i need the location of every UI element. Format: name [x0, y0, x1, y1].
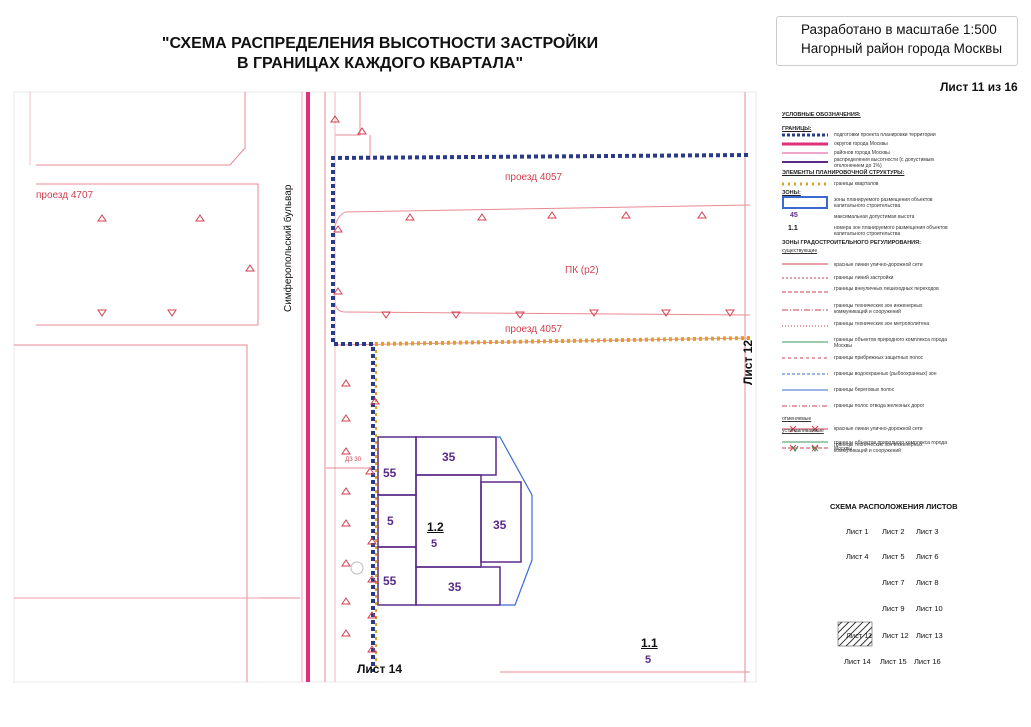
legend-kvartal: границы кварталов: [834, 181, 879, 187]
legend-regulation-item: границы линий застройки: [834, 275, 894, 281]
sheet-cell[interactable]: Лист 12: [882, 631, 909, 640]
map-title: "СХЕМА РАСПРЕДЕЛЕНИЯ ВЫСОТНОСТИ ЗАСТРОЙК…: [120, 34, 640, 74]
legend-regulation-item: границы объектов природного комплекса го…: [834, 337, 947, 349]
district-text: Нагорный район города Москвы: [801, 41, 1003, 56]
zone-height-label: 5: [387, 514, 394, 528]
sheet-cell[interactable]: Лист 15: [880, 657, 907, 666]
scale-info-box: Разработано в масштабе 1:500 Нагорный ра…: [776, 16, 1018, 66]
street-label-proezd-mid: проезд 4057: [505, 324, 563, 335]
map-title-line2: В ГРАНИЦАХ КАЖДОГО КВАРТАЛА": [236, 55, 524, 72]
scale-text: Разработано в масштабе 1:500: [801, 22, 997, 37]
sheet-scheme-title: СХЕМА РАСПОЛОЖЕНИЯ ЛИСТОВ: [830, 502, 958, 511]
zone-height-label: 35: [448, 580, 462, 594]
legend-established-item: границы объектов природного комплекса го…: [834, 440, 947, 452]
zone-height-label: 55: [383, 466, 397, 480]
legend-number-text: номера зон планируемого размещения объек…: [834, 225, 948, 237]
marker-circle: [350, 561, 364, 575]
legend-group-elements: ЭЛЕМЕНТЫ ПЛАНИРОВОЧНОЙ СТРУКТУРЫ:: [782, 170, 905, 176]
legend-sub-existing: существующие: [782, 248, 818, 254]
map-frame: [13, 91, 757, 683]
legend-regulation-item: границы береговых полос: [834, 387, 895, 393]
legend-regulation-item: границы полос отвода железных дорог: [834, 403, 925, 409]
sheet-cell[interactable]: Лист 14: [844, 657, 871, 666]
legend-regulation-item: красные линии улично-дорожной сети: [834, 262, 923, 268]
legend-cancelled-item: границы технических зон инженерных комму…: [834, 442, 923, 454]
sheet-cell[interactable]: Лист 5: [882, 552, 905, 561]
zone-height-label: 35: [442, 450, 456, 464]
sheet-cell-current[interactable]: Лист 11: [846, 631, 873, 640]
legend-regulation-item: границы прибрежных защитных полос: [834, 355, 924, 361]
red-lines-left: [14, 92, 751, 682]
legend-title: УСЛОВНЫЕ ОБОЗНАЧЕНИЯ:: [782, 112, 861, 118]
legend-regulation-item: границы технических зон инженерных комму…: [834, 303, 923, 315]
sheet-cell[interactable]: Лист 6: [916, 552, 939, 561]
legend-sub-cancelled: отменяемые: [782, 416, 812, 422]
street-label-simferopolsky: Симферопольский бульвар: [283, 184, 294, 312]
sheet-cell[interactable]: Лист 1: [846, 527, 869, 536]
legend-zone-placement: зоны планируемого размещения объектов ка…: [834, 197, 933, 209]
block-height-1-2: 5: [431, 538, 438, 550]
sheet-cell[interactable]: Лист 9: [882, 604, 905, 613]
legend-group-borders: ГРАНИЦЫ:: [782, 126, 812, 132]
sheet-cell[interactable]: Лист 10: [916, 604, 943, 613]
zone-placement-outline: [496, 436, 533, 606]
sheet-cell[interactable]: Лист 8: [916, 578, 939, 587]
sheet-cell[interactable]: Лист 2: [882, 527, 905, 536]
street-label-proezd-left: проезд 4707: [36, 190, 94, 201]
sheet-cell[interactable]: Лист 16: [914, 657, 941, 666]
sheet-cell[interactable]: Лист 3: [916, 527, 939, 536]
adjacent-sheet-right: Лист 12: [741, 339, 755, 385]
sheet-cell[interactable]: Лист 7: [882, 578, 905, 587]
red-line-markers: [97, 115, 735, 653]
legend-border-item: районов города Москвы: [834, 150, 890, 156]
legend-regulation-item: границы водоохранных (рыбоохранных) зон: [834, 371, 937, 377]
sheet-cell[interactable]: Лист 4: [846, 552, 869, 561]
zone-height-label: 55: [383, 574, 397, 588]
legend-group-regulation: ЗОНЫ ГРАДОСТРОИТЕЛЬНОГО РЕГУЛИРОВАНИЯ:: [782, 240, 921, 246]
zone-label-pk: ПК (р2): [565, 265, 599, 276]
legend-cancelled-item: красные линии улично-дорожной сети: [834, 426, 923, 432]
legend-border-item: подготовки проекта планировки территории: [834, 132, 936, 138]
legend-number-sample: 1.1: [788, 225, 798, 232]
block-height-1-1: 5: [645, 654, 652, 666]
small-label-dz: ДЗ 30: [345, 457, 362, 463]
current-sheet-hatch: [837, 621, 873, 647]
zone-outlines: [377, 436, 522, 606]
legend-group-zones: ЗОНЫ:: [782, 190, 801, 196]
sheet-cell[interactable]: Лист 13: [916, 631, 943, 640]
legend-sub-established: устанавливаемые: [782, 428, 824, 434]
legend-border-item: округов города Москвы: [834, 141, 888, 147]
legend-regulation-item: границы внеуличных пешеходных переходов: [834, 286, 939, 292]
map-legend: УСЛОВНЫЕ ОБОЗНАЧЕНИЯ: ГРАНИЦЫ: подготовк…: [760, 100, 1028, 690]
zone-height-label: 35: [493, 518, 507, 532]
legend-height-text: максимальная допустимая высота: [834, 214, 915, 220]
map-title-line1: "СХЕМА РАСПРЕДЕЛЕНИЯ ВЫСОТНОСТИ ЗАСТРОЙК…: [161, 35, 599, 52]
legend-height-sample: 45: [790, 212, 798, 219]
sheet-number: Лист 11 из 16: [940, 80, 1018, 94]
block-id-1-1: 1.1: [641, 636, 658, 650]
plan-border-line: [331, 153, 749, 672]
block-id-1-2: 1.2: [427, 520, 444, 534]
street-label-proezd-top: проезд 4057: [505, 172, 563, 183]
legend-border-item: распределения высотности (с допустимым о…: [834, 157, 934, 169]
legend-regulation-item: границы технических зон метрополитена: [834, 321, 930, 327]
kvartal-border-top: [374, 336, 751, 346]
adjacent-sheet-bottom: Лист 14: [357, 662, 403, 676]
